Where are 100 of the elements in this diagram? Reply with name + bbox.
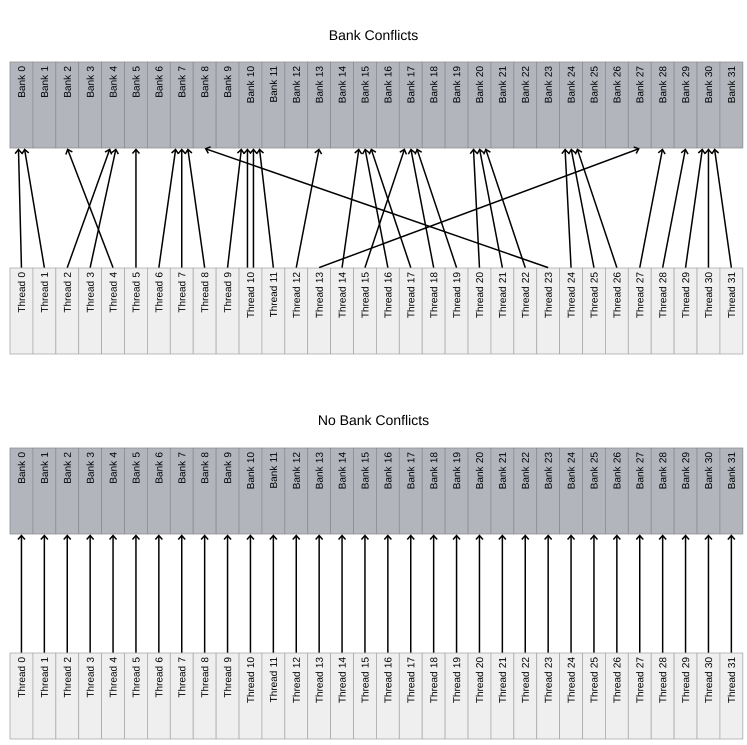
arrow: [498, 534, 506, 653]
thread-box: Thread 9: [216, 652, 240, 740]
thread-box: Thread 9: [216, 268, 240, 354]
arrow: [561, 148, 572, 268]
bank-box: Bank 18: [422, 448, 446, 534]
bank-box: Bank 31: [720, 62, 744, 148]
bank-box: Bank 3: [78, 62, 102, 148]
thread-box: Thread 18: [422, 268, 446, 354]
bank-box: Bank 3: [78, 448, 102, 534]
bank-box: Bank 12: [284, 62, 308, 148]
arrow: [727, 534, 736, 653]
thread-box: Thread 25: [582, 652, 606, 740]
thread-box: Thread 5: [124, 268, 148, 354]
thread-box: Thread 21: [490, 652, 514, 740]
thread-box: Thread 30: [696, 268, 720, 354]
arrow: [269, 534, 278, 653]
thread-box: Thread 14: [330, 268, 354, 354]
bank-box: Bank 26: [605, 448, 629, 534]
arrow: [406, 534, 415, 653]
arrow: [338, 534, 346, 653]
arrow: [704, 534, 713, 653]
thread-box: Thread 29: [674, 268, 698, 354]
bank-box: Bank 11: [262, 448, 286, 534]
thread-box: Thread 5: [124, 652, 148, 740]
arrow: [256, 148, 274, 268]
thread-box: Thread 10: [238, 268, 262, 354]
thread-box: Thread 23: [536, 268, 560, 354]
bank-box: Bank 24: [559, 448, 583, 534]
bank-box: Bank 4: [101, 448, 125, 534]
bank-box: Bank 13: [307, 448, 331, 534]
bank-box: Bank 17: [398, 62, 423, 148]
arrow: [483, 148, 526, 268]
thread-box: Thread 8: [192, 268, 216, 354]
arrow: [521, 534, 530, 653]
arrow: [408, 148, 434, 268]
bank-box: Bank 24: [559, 62, 583, 148]
arrow: [249, 148, 258, 268]
thread-box: Thread 18: [422, 652, 446, 740]
bank-box: Bank 29: [674, 62, 698, 148]
bank-box: Bank 16: [376, 448, 400, 534]
arrow: [86, 534, 94, 653]
arrow: [430, 534, 438, 653]
thread-box: Thread 13: [307, 652, 331, 740]
arrow: [360, 534, 370, 653]
bank-box: Bank 8: [192, 448, 216, 534]
bank-box: Bank 19: [444, 62, 468, 148]
arrow: [476, 148, 504, 268]
bank-box: Bank 29: [674, 448, 698, 534]
thread-box: Thread 19: [444, 652, 468, 740]
arrow: [567, 534, 576, 653]
thread-box: Thread 27: [628, 652, 652, 740]
bank-box: Bank 22: [513, 62, 538, 148]
bank-box: Bank 21: [490, 448, 514, 534]
thread-box: Thread 24: [559, 652, 583, 740]
thread-box: Thread 13: [307, 268, 331, 354]
bank-box: Bank 14: [330, 448, 354, 534]
section-title: No Bank Conflicts: [319, 414, 429, 426]
arrow: [384, 534, 392, 653]
bank-box: Bank 10: [238, 62, 262, 148]
bank-box: Bank 26: [605, 62, 629, 148]
bank-box: Bank 14: [330, 62, 354, 148]
bank-box: Bank 10: [238, 448, 262, 534]
thread-box: Thread 23: [536, 652, 560, 740]
arrow: [341, 148, 362, 268]
thread-box: Thread 20: [468, 652, 492, 740]
bank-box: Bank 1: [32, 62, 56, 148]
bank-box: Bank 6: [147, 62, 171, 148]
thread-box: Thread 28: [650, 268, 674, 354]
thread-box: Thread 8: [192, 652, 216, 740]
bank-box: Bank 19: [444, 448, 468, 534]
bank-box: Bank 9: [216, 62, 240, 148]
thread-box: Thread 17: [398, 652, 423, 740]
thread-box: Thread 0: [10, 268, 34, 354]
arrow: [574, 148, 618, 268]
bank-box: Bank 31: [720, 448, 744, 534]
thread-box: Thread 31: [720, 652, 744, 740]
arrow: [470, 148, 480, 268]
arrow: [315, 534, 324, 653]
bank-box: Bank 1: [32, 448, 56, 534]
thread-box: Thread 22: [513, 652, 538, 740]
thread-box: Thread 26: [605, 268, 629, 354]
arrow: [296, 148, 322, 268]
bank-box: Bank 28: [650, 448, 674, 534]
bank-box: Bank 2: [55, 448, 80, 534]
thread-box: Thread 15: [353, 268, 377, 354]
bank-box: Bank 15: [353, 448, 377, 534]
arrow: [21, 148, 46, 268]
thread-box: Thread 20: [468, 268, 492, 354]
bank-box: Bank 27: [628, 62, 652, 148]
arrow: [132, 148, 140, 268]
arrow: [292, 534, 300, 653]
arrow: [568, 148, 595, 268]
arrow: [590, 534, 598, 653]
arrow: [414, 148, 458, 268]
thread-box: Thread 27: [628, 268, 652, 354]
bank-box: Bank 30: [696, 62, 720, 148]
thread-box: Thread 7: [170, 652, 194, 740]
arrow: [475, 534, 484, 653]
thread-box: Thread 30: [696, 652, 720, 740]
thread-box: Thread 31: [720, 268, 744, 354]
